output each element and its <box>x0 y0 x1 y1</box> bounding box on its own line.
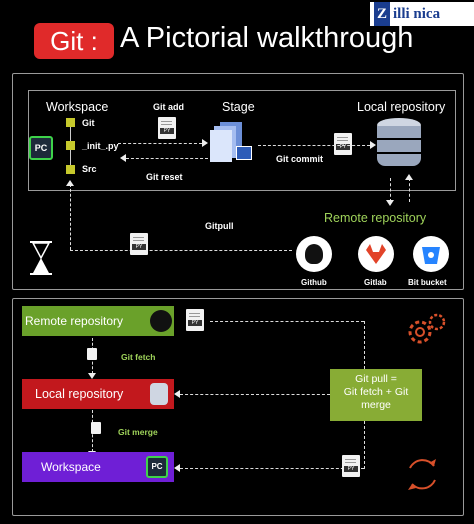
document-icon: PY <box>186 309 204 331</box>
page-title: A Pictorial walkthrough <box>120 22 414 54</box>
pull-line <box>210 321 364 322</box>
file-init: _init_.py <box>82 141 119 151</box>
database-icon <box>150 383 168 405</box>
gitpull-label: Gitpull <box>205 221 234 231</box>
arrow-head-up <box>66 180 74 186</box>
push-arrow <box>390 178 391 202</box>
remote-repo-label: Remote repository <box>324 211 427 225</box>
note-line-3: merge <box>361 399 391 411</box>
git-merge-label: Git merge <box>118 427 158 437</box>
remote-repo-box-label: Remote repository <box>25 314 124 328</box>
document-icon: PY <box>130 233 148 255</box>
file-git: Git <box>82 118 95 128</box>
pycharm-icon: PC <box>29 136 53 160</box>
cycle-icon <box>402 454 442 494</box>
doc-tag: PY <box>188 320 202 326</box>
git-commit-label: Git commit <box>276 154 324 164</box>
host-github: Github <box>301 278 327 287</box>
doc-tag: PY <box>132 244 146 250</box>
document-icon: PY <box>158 117 176 139</box>
document-icon: PY <box>334 133 352 155</box>
gitlab-icon <box>358 236 394 272</box>
file-src: Src <box>82 164 97 174</box>
pull-to-workspace-line <box>180 468 364 469</box>
git-pull-note: Git pull = Git fetch + Git merge <box>330 369 422 421</box>
brand-mark: Z <box>374 2 390 26</box>
bottom-panel <box>12 298 464 516</box>
git-add-arrow <box>118 143 202 144</box>
local-repo-box: Local repository <box>22 379 174 409</box>
git-reset-arrow <box>126 158 208 159</box>
arrow-head-left <box>174 390 180 398</box>
github-icon <box>150 310 172 332</box>
fetch-arrow <box>409 178 410 202</box>
note-line-2: Git fetch + Git <box>343 386 409 398</box>
brand-name: illi nica <box>393 6 441 22</box>
folder-icon <box>66 141 75 150</box>
git-commit-arrow <box>258 145 370 146</box>
arrow-head-down <box>88 373 96 379</box>
folder-icon <box>66 165 75 174</box>
database-icon <box>377 118 421 170</box>
working-area-frame <box>28 90 456 191</box>
remote-repo-box: Remote repository <box>22 306 174 336</box>
git-add-label: Git add <box>153 102 184 112</box>
git-badge: Git : <box>34 23 114 59</box>
host-gitlab: Gitlab <box>364 278 387 287</box>
pull-to-local-line <box>180 394 330 395</box>
doc-tag: PY <box>344 466 358 472</box>
top-panel <box>12 73 464 290</box>
gitpull-arrow-vertical <box>70 184 71 250</box>
document-icon <box>91 422 101 434</box>
local-repo-box-label: Local repository <box>35 387 124 401</box>
gears-icon <box>402 310 450 350</box>
pycharm-icon: PC <box>146 456 168 478</box>
bitbucket-icon <box>413 236 449 272</box>
doc-tag: PY <box>160 128 174 134</box>
document-icon: PY <box>342 455 360 477</box>
arrow-head-right <box>370 141 376 149</box>
local-repo-label: Local repository <box>357 100 446 114</box>
doc-tag: PY <box>336 144 350 150</box>
hourglass-icon <box>28 240 54 276</box>
folder-icon <box>66 118 75 127</box>
stage-icon <box>210 120 254 162</box>
document-icon <box>87 348 97 360</box>
pull-line-vertical <box>364 321 365 369</box>
github-icon <box>296 236 332 272</box>
pull-to-workspace-vertical <box>364 421 365 469</box>
stage-label: Stage <box>222 100 255 114</box>
arrow-head-left <box>174 464 180 472</box>
arrow-head-down <box>386 200 394 206</box>
gitpull-arrow <box>70 250 292 251</box>
note-line-1: Git pull = <box>355 373 397 385</box>
arrow-head-right <box>202 139 208 147</box>
workspace-box: Workspace PC <box>22 452 174 482</box>
arrow-head-up <box>405 174 413 180</box>
git-reset-label: Git reset <box>146 172 183 182</box>
workspace-label: Workspace <box>46 100 109 114</box>
arrow-head-left <box>120 154 126 162</box>
git-fetch-label: Git fetch <box>121 352 156 362</box>
host-bitbucket: Bit bucket <box>408 278 447 287</box>
workspace-box-label: Workspace <box>41 460 101 474</box>
